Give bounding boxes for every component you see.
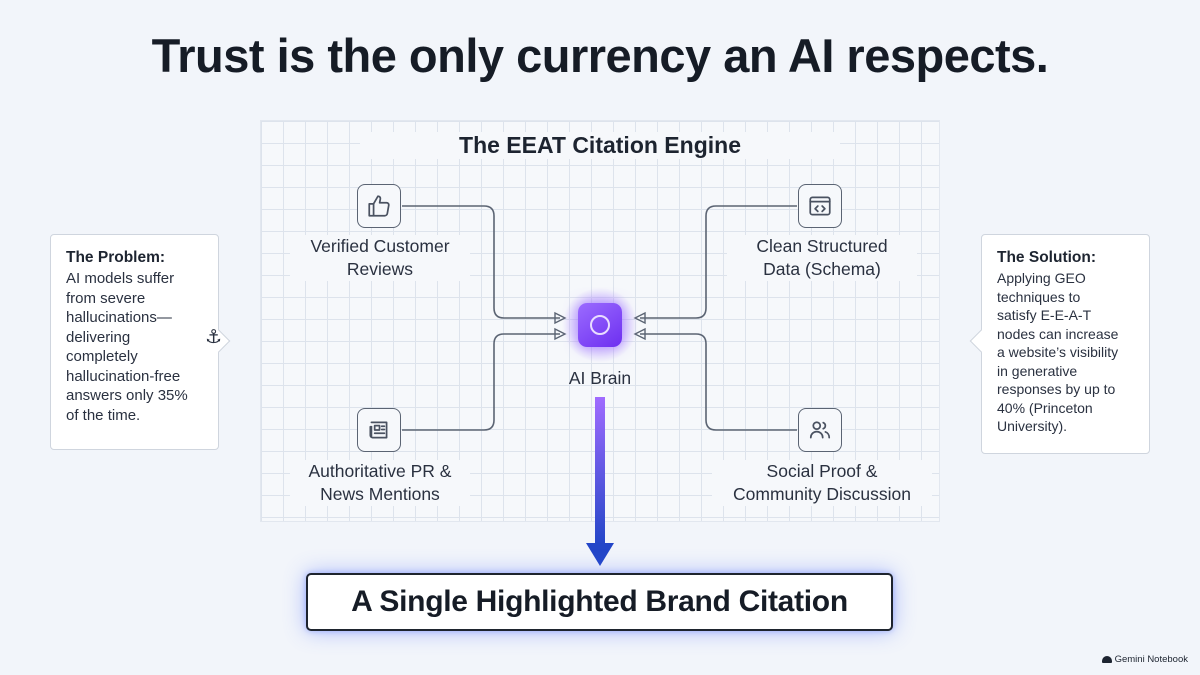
node-schema-line2: Data (Schema): [763, 259, 881, 279]
solution-title: The Solution:: [997, 249, 1097, 266]
ai-brain-label: AI Brain: [568, 368, 632, 388]
problem-line: from severe: [66, 289, 146, 307]
arrowhead-schema: [633, 311, 646, 325]
arrowhead-reviews: [554, 311, 567, 325]
problem-line: delivering: [66, 328, 131, 346]
watermark: Gemini Notebook: [1101, 654, 1188, 665]
arrowhead-pr: [554, 327, 567, 341]
code-window-icon: [798, 184, 842, 228]
down-arrow-head: [586, 543, 614, 566]
solution-line: satisfy E-E-A-T: [997, 307, 1092, 323]
wire-social: [640, 333, 797, 431]
solution-line: University).: [997, 418, 1068, 434]
node-social-line2: Community Discussion: [733, 484, 911, 504]
engine-title: The EEAT Citation Engine: [360, 132, 840, 159]
problem-line: completely: [66, 348, 138, 365]
solution-card: The Solution: Applying GEO techniques to…: [981, 234, 1150, 454]
down-arrow-shaft: [595, 397, 605, 545]
node-social-line1: Social Proof &: [766, 461, 878, 481]
node-label-reviews: Verified Customer Reviews: [290, 235, 470, 281]
solution-line: 40% (Princeton: [997, 399, 1093, 416]
wire-reviews: [402, 205, 560, 319]
solution-line: Applying GEO: [997, 270, 1086, 286]
node-schema-line1: Clean Structured: [756, 236, 888, 256]
solution-line: nodes can increase: [997, 325, 1119, 342]
ai-brain-icon: [578, 303, 622, 347]
users-icon: [798, 408, 842, 452]
problem-line: AI models suffer: [66, 270, 175, 287]
newspaper-icon: [357, 408, 401, 452]
node-reviews-line1: Verified Customer: [310, 236, 450, 256]
solution-line: responses by up to: [997, 381, 1116, 397]
wire-pr: [402, 333, 560, 431]
problem-title: The Problem:: [66, 249, 166, 266]
problem-body: AI models suffer from severe hallucinati…: [66, 269, 204, 425]
problem-line: hallucination-free: [66, 367, 181, 385]
problem-line: of the time.: [66, 406, 141, 424]
watermark-text: Gemini Notebook: [1114, 654, 1188, 665]
node-reviews-line2: Reviews: [346, 259, 414, 279]
headline: Trust is the only currency an AI respect…: [151, 29, 1049, 82]
solution-line: a website’s visibility: [997, 344, 1119, 360]
ai-brain-ring: [590, 315, 610, 335]
brand-citation-result: A Single Highlighted Brand Citation: [306, 573, 893, 631]
node-pr-line2: News Mentions: [320, 484, 440, 504]
problem-line: answers only 35%: [66, 387, 188, 404]
problem-line: hallucinations—: [66, 309, 172, 326]
thumbs-up-icon: [357, 184, 401, 228]
node-label-social: Social Proof & Community Discussion: [712, 460, 932, 506]
arrowhead-social: [633, 327, 646, 341]
problem-card: The Problem: AI models suffer from sever…: [50, 234, 219, 450]
solution-line: in generative: [997, 362, 1078, 379]
anchor-icon: ⚓: [205, 327, 223, 348]
node-label-pr: Authoritative PR & News Mentions: [290, 460, 470, 506]
wire-schema: [640, 205, 797, 319]
solution-line: techniques to: [997, 288, 1081, 305]
notebook-logo-icon: [1101, 656, 1112, 663]
node-pr-line1: Authoritative PR &: [308, 461, 452, 481]
solution-body: Applying GEO techniques to satisfy E-E-A…: [997, 269, 1135, 436]
node-label-schema: Clean Structured Data (Schema): [727, 235, 917, 281]
